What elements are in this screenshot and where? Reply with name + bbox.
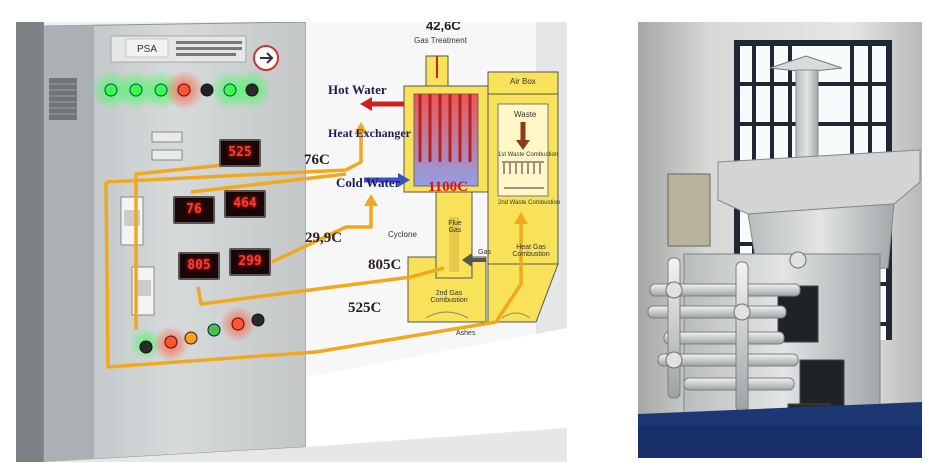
- fire-temp-label: 1100C: [428, 179, 469, 195]
- indicator-buttons-bottom: [130, 306, 265, 362]
- display-left-lower: 805: [178, 252, 220, 280]
- brand-label: PSA: [137, 44, 157, 55]
- waste-label: Waste: [514, 110, 537, 119]
- gas-label: Gas: [478, 249, 491, 256]
- top-value: 42,6C: [426, 22, 461, 33]
- hot-water-label: Hot Water: [328, 82, 387, 97]
- heat-gas-combustion-label: Heat Gas Combustion: [512, 244, 550, 258]
- indicator-leds-top: [91, 70, 272, 110]
- display-right-upper: 464: [224, 190, 266, 218]
- temp-299-label: 29,9C: [305, 230, 343, 246]
- ashes-label: Ashes: [456, 330, 476, 337]
- pipes: [647, 257, 801, 413]
- heat-exchanger-label: Heat Exchanger: [328, 126, 411, 140]
- second-waste-combustion-label: 2nd Waste Combustion: [498, 200, 561, 206]
- display-left-upper: 76: [173, 196, 215, 224]
- incinerator-photo: [638, 22, 922, 458]
- control-panel-scene: PSA: [16, 22, 567, 462]
- connection-lines: [104, 128, 523, 369]
- cold-water-label: Cold Water: [336, 175, 401, 190]
- furnace-diagram: [360, 55, 559, 323]
- temp-805-label: 805C: [368, 257, 402, 273]
- control-panel-photo: PSA: [16, 22, 567, 462]
- temp-525-label: 525C: [348, 300, 382, 316]
- temp-76-label: 76C: [304, 152, 330, 168]
- first-waste-combustion-label: 1st Waste Combustion: [498, 152, 559, 158]
- second-gas-combustion-label: 2nd Gas Combustion: [430, 290, 468, 304]
- gas-treatment-label: Gas Treatment: [414, 36, 467, 45]
- flue-gas-label: Flue Gas: [448, 220, 462, 234]
- incinerator-scene: [638, 22, 922, 458]
- air-box-label: Air Box: [510, 77, 536, 86]
- display-right-lower: 299: [229, 248, 271, 276]
- display-top: 525: [219, 139, 261, 167]
- cyclone-label: Cyclone: [388, 230, 417, 239]
